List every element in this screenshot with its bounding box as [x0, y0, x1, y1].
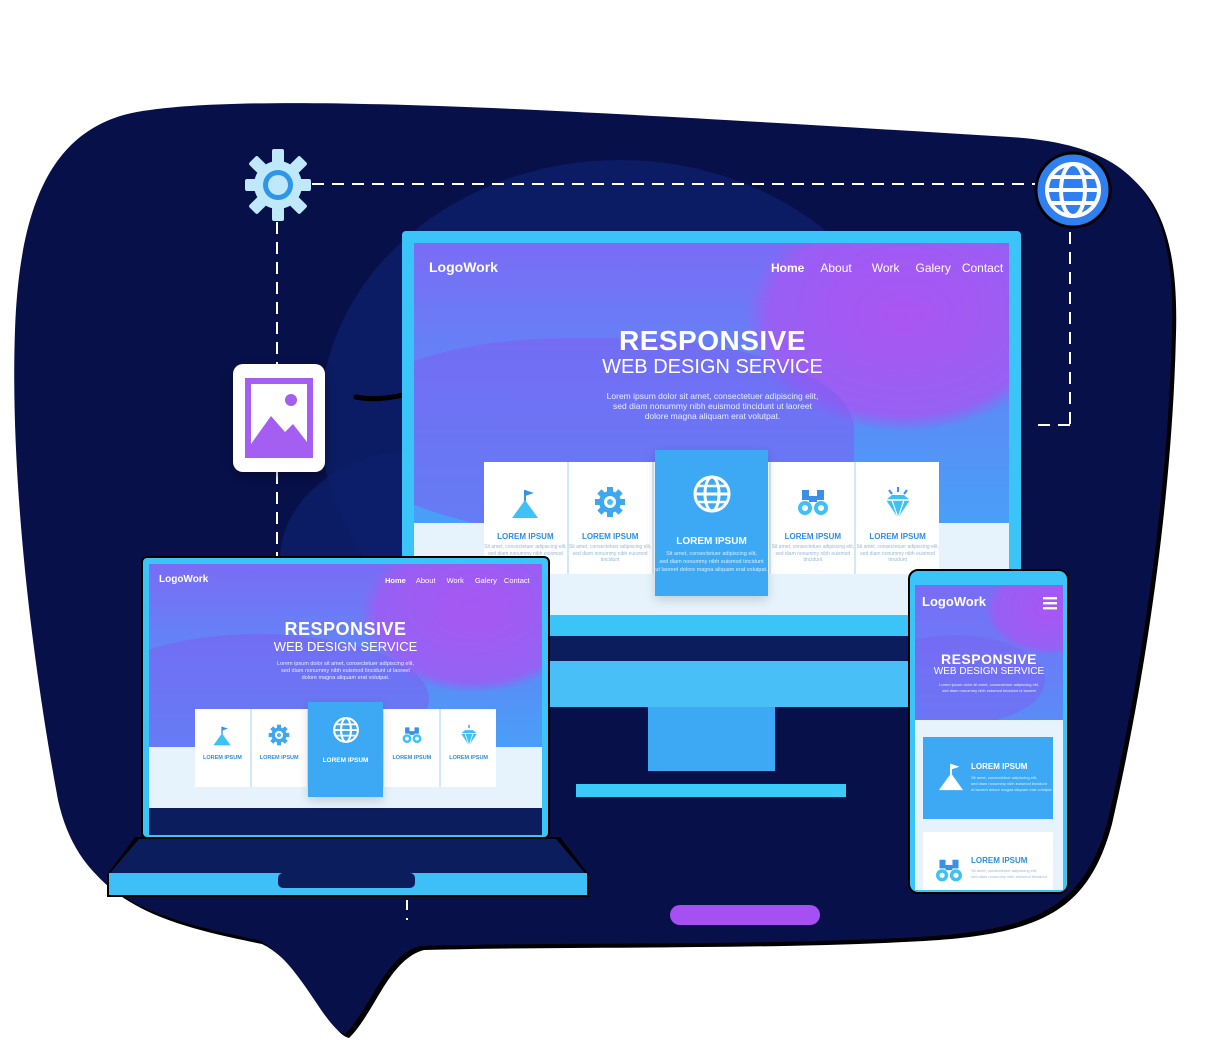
card-label: LOREM IPSUM — [392, 755, 432, 761]
card-label: LOREM IPSUM — [449, 755, 489, 761]
laptop-logo[interactable]: LogoWork — [159, 574, 209, 585]
hero-text-1: Lorem ipsum dolor sit amet, consectetuer… — [277, 661, 414, 667]
card-2[interactable]: LOREM IPSUM Sit amet, consectetuer adipi… — [569, 462, 654, 574]
featured-text: Sit amet, consectetuer adipiscing elit, — [666, 551, 757, 557]
hero-text-3: dolore magna aliquam erat volutpat. — [301, 675, 390, 681]
card-5[interactable]: LOREM IPSUM Sit amet, consectetuer adipi… — [856, 462, 939, 574]
laptop-base — [105, 835, 590, 900]
image-icon — [233, 364, 325, 472]
phone-card-1[interactable]: LOREM IPSUM Sit amet, consectetuer adipi… — [923, 737, 1053, 819]
hero-subtitle: WEB DESIGN SERVICE — [933, 666, 1045, 677]
nav-about[interactable]: About — [820, 261, 852, 275]
nav-home[interactable]: Home — [771, 261, 805, 275]
card-label: LOREM IPSUM — [869, 532, 926, 541]
card-label: LOREM IPSUM — [971, 856, 1028, 865]
card-label: LOREM IPSUM — [784, 532, 842, 541]
card-text: sed diam nonummy nibh euismod tincidunt — [971, 874, 1047, 879]
hero-subtitle: WEB DESIGN SERVICE — [273, 639, 418, 654]
gear-icon — [268, 724, 290, 746]
desktop-logo[interactable]: LogoWork — [429, 259, 498, 275]
nav-contact[interactable]: Contact — [961, 261, 1004, 275]
card-4[interactable]: LOREM IPSUM — [384, 709, 442, 787]
card-text: sed diam nonummy nibh euismod tincidunt — [572, 551, 648, 563]
card-label: LOREM IPSUM — [581, 532, 639, 541]
nav-contact[interactable]: Contact — [503, 576, 530, 585]
laptop-dark-band — [149, 808, 542, 835]
featured-label: LOREM IPSUM — [322, 757, 369, 764]
mountain-flag-icon — [938, 763, 964, 791]
featured-text: ut laoreet dolore magna aliquam erat vol… — [655, 567, 768, 573]
hero-text-1: Lorem ipsum dolor sit amet, consectetuer… — [939, 682, 1039, 687]
card-text: Sit amet, consectetuer adipiscing elit, — [971, 775, 1038, 780]
hamburger-menu-icon[interactable] — [1043, 596, 1057, 610]
card-text: sed diam nonummy nibh euismod tincidunt — [775, 551, 851, 563]
phone-logo[interactable]: LogoWork — [922, 594, 987, 609]
nav-galery[interactable]: Galery — [474, 576, 497, 585]
card-text: Sit amet, consectetuer adipiscing elit, — [484, 544, 567, 550]
nav-about[interactable]: About — [415, 576, 436, 585]
card-spacer — [654, 462, 772, 574]
globe-icon — [693, 475, 731, 513]
card-text: ut laoreet dolore magna aliquam erat vol… — [971, 787, 1053, 792]
card-2[interactable]: LOREM IPSUM — [252, 709, 309, 787]
card-1[interactable]: LOREM IPSUM — [195, 709, 252, 787]
hero-subtitle: WEB DESIGN SERVICE — [602, 356, 823, 378]
hero-text-3: dolore magna aliquam erat volutpat. — [644, 411, 781, 421]
card-text: Sit amet, consectetuer adipiscing elit, — [856, 544, 939, 550]
card-text: Sit amet, consectetuer adipiscing elit, — [568, 544, 652, 550]
diamond-icon — [885, 487, 910, 520]
card-text: Sit amet, consectetuer adipiscing elit, — [771, 544, 855, 550]
nav-work[interactable]: Work — [871, 261, 900, 275]
card-spacer — [309, 709, 385, 787]
card-5[interactable]: LOREM IPSUM — [441, 709, 496, 787]
card-label: LOREM IPSUM — [971, 762, 1028, 771]
hero-title: RESPONSIVE — [618, 325, 807, 356]
hero-text-2: sed diam nonummy nibh euismod tincidunt … — [281, 668, 410, 674]
gear-icon — [595, 487, 626, 517]
card-label: LOREM IPSUM — [497, 532, 554, 541]
hero-title: RESPONSIVE — [284, 619, 407, 639]
hero-text-2: sed diam nonummy nibh euismod tincidunt … — [613, 401, 812, 411]
featured-card[interactable]: LOREM IPSUM Sit amet, consectetuer adipi… — [655, 450, 768, 596]
featured-text: sed diam nonummy nibh euismod tincidunt — [659, 559, 764, 565]
monitor-stand-base — [576, 784, 846, 797]
featured-card[interactable]: LOREM IPSUM — [308, 702, 383, 797]
hero-text-2: sed diam nonummy nibh euismod tincidunt … — [942, 688, 1036, 693]
diamond-icon — [460, 724, 477, 747]
binoculars-icon — [936, 859, 962, 882]
card-text: sed diam nonummy nibh euismod tincidunt — [860, 551, 935, 563]
mountain-flag-icon — [213, 726, 232, 746]
hero-text-1: Lorem ipsum dolor sit amet, consectetuer… — [606, 391, 819, 401]
card-label: LOREM IPSUM — [259, 755, 299, 761]
featured-label: LOREM IPSUM — [676, 536, 747, 547]
nav-work[interactable]: Work — [446, 576, 464, 585]
desktop-nav: Home About Work Galery Contact — [771, 261, 1003, 275]
laptop-nav: Home About Work Galery Contact — [385, 576, 530, 585]
gear-icon — [245, 149, 311, 221]
card-text: sed diam nonummy nibh euismod tincidunt — [971, 781, 1047, 786]
phone-card-2[interactable]: LOREM IPSUM Sit amet, consectetuer adipi… — [923, 832, 1053, 890]
hero-title: RESPONSIVE — [940, 651, 1038, 667]
binoculars-icon — [402, 727, 422, 743]
binoculars-icon — [797, 490, 828, 515]
nav-home[interactable]: Home — [385, 576, 406, 585]
nav-galery[interactable]: Galery — [915, 261, 951, 275]
card-text: Sit amet, consectetuer adipiscing elit, — [971, 868, 1038, 873]
monitor-stand-neck — [648, 695, 775, 771]
card-label: LOREM IPSUM — [202, 755, 242, 761]
mountain-flag-icon — [512, 490, 539, 518]
globe-icon — [1034, 151, 1112, 229]
card-4[interactable]: LOREM IPSUM Sit amet, consectetuer adipi… — [771, 462, 857, 574]
globe-icon — [333, 717, 359, 743]
